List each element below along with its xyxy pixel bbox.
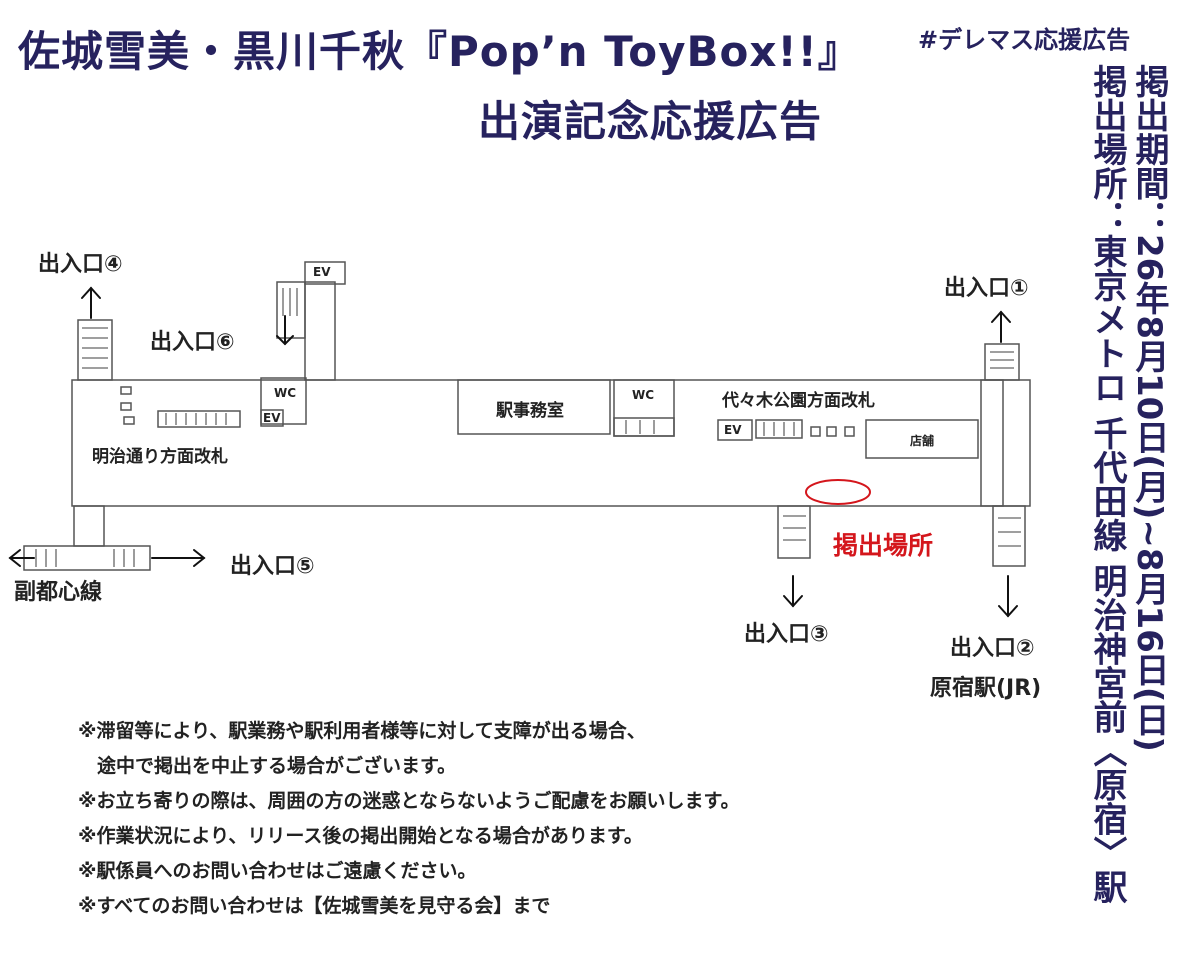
ev-top bbox=[304, 261, 346, 285]
exit5-passage bbox=[73, 505, 105, 547]
display-period: 掲出期間：26年8月10日(月)~8月16日(日) bbox=[1129, 64, 1169, 752]
gate-meiji-label: 明治通り方面改札 bbox=[92, 447, 228, 467]
fukutoshin-line-label: 副都心線 bbox=[14, 580, 103, 605]
shop bbox=[865, 419, 979, 459]
shop-label: 店舗 bbox=[910, 434, 935, 448]
exit2-sub-label: 原宿駅(JR) bbox=[930, 676, 1042, 701]
note-item: ※すべてのお問い合わせは【佐城雪美を見守る会】まで bbox=[78, 895, 551, 917]
wc-right-label: WC bbox=[632, 388, 655, 402]
exit3-stair bbox=[777, 505, 811, 559]
ev-left bbox=[260, 409, 284, 427]
hashtag: #デレマス応援広告 bbox=[918, 26, 1131, 54]
notes: ※滞留等により、駅業務や駅利用者様等に対して支障が出る場合、 途中で掲出を中止す… bbox=[78, 714, 740, 924]
gate-yoyogi-machines bbox=[755, 419, 803, 439]
ad-location-marker bbox=[805, 479, 871, 505]
display-location: 掲出場所：東京メトロ 千代田線 明治神宮前〈原宿〉駅 bbox=[1087, 64, 1127, 904]
ev-top-label: EV bbox=[313, 265, 331, 279]
ev-right bbox=[717, 419, 753, 441]
exit1-label: 出入口① bbox=[944, 276, 1029, 301]
exit5-label: 出入口⑤ bbox=[230, 554, 315, 579]
ev-left-label: EV bbox=[263, 411, 281, 425]
note-item: 途中で掲出を中止する場合がございます。 bbox=[78, 755, 457, 777]
exit3-label: 出入口③ bbox=[744, 622, 829, 647]
wc-left-label: WC bbox=[274, 386, 297, 400]
exit6-shaft bbox=[304, 281, 336, 381]
note-item: ※滞留等により、駅業務や駅利用者様等に対して支障が出る場合、 bbox=[78, 720, 646, 742]
exit6-label: 出入口⑥ bbox=[150, 330, 235, 355]
exit1-stair bbox=[984, 343, 1020, 381]
page-subtitle: 出演記念応援広告 bbox=[478, 97, 823, 146]
ev-right-label: EV bbox=[724, 423, 742, 437]
exit2-label: 出入口② bbox=[950, 636, 1035, 661]
exit6-stair bbox=[276, 281, 306, 339]
exit4-label: 出入口④ bbox=[38, 252, 123, 277]
station-office-label: 駅事務室 bbox=[496, 401, 564, 421]
station-office bbox=[457, 379, 611, 435]
gate-yoyogi-label: 代々木公園方面改札 bbox=[722, 391, 875, 411]
ad-location-label: 掲出場所 bbox=[833, 531, 934, 560]
exit2-stair bbox=[992, 505, 1026, 567]
note-item: ※作業状況により、リリース後の掲出開始となる場合があります。 bbox=[78, 825, 643, 847]
note-item: ※駅係員へのお問い合わせはご遠慮ください。 bbox=[78, 860, 477, 882]
gate-meiji-machines bbox=[157, 410, 241, 428]
page-title: 佐城雪美・黒川千秋『Pop’n ToyBox!!』 bbox=[18, 27, 861, 76]
note-item: ※お立ち寄りの際は、周囲の方の迷惑とならないようご配慮をお願いします。 bbox=[78, 790, 740, 812]
exit4-stair bbox=[77, 319, 113, 381]
